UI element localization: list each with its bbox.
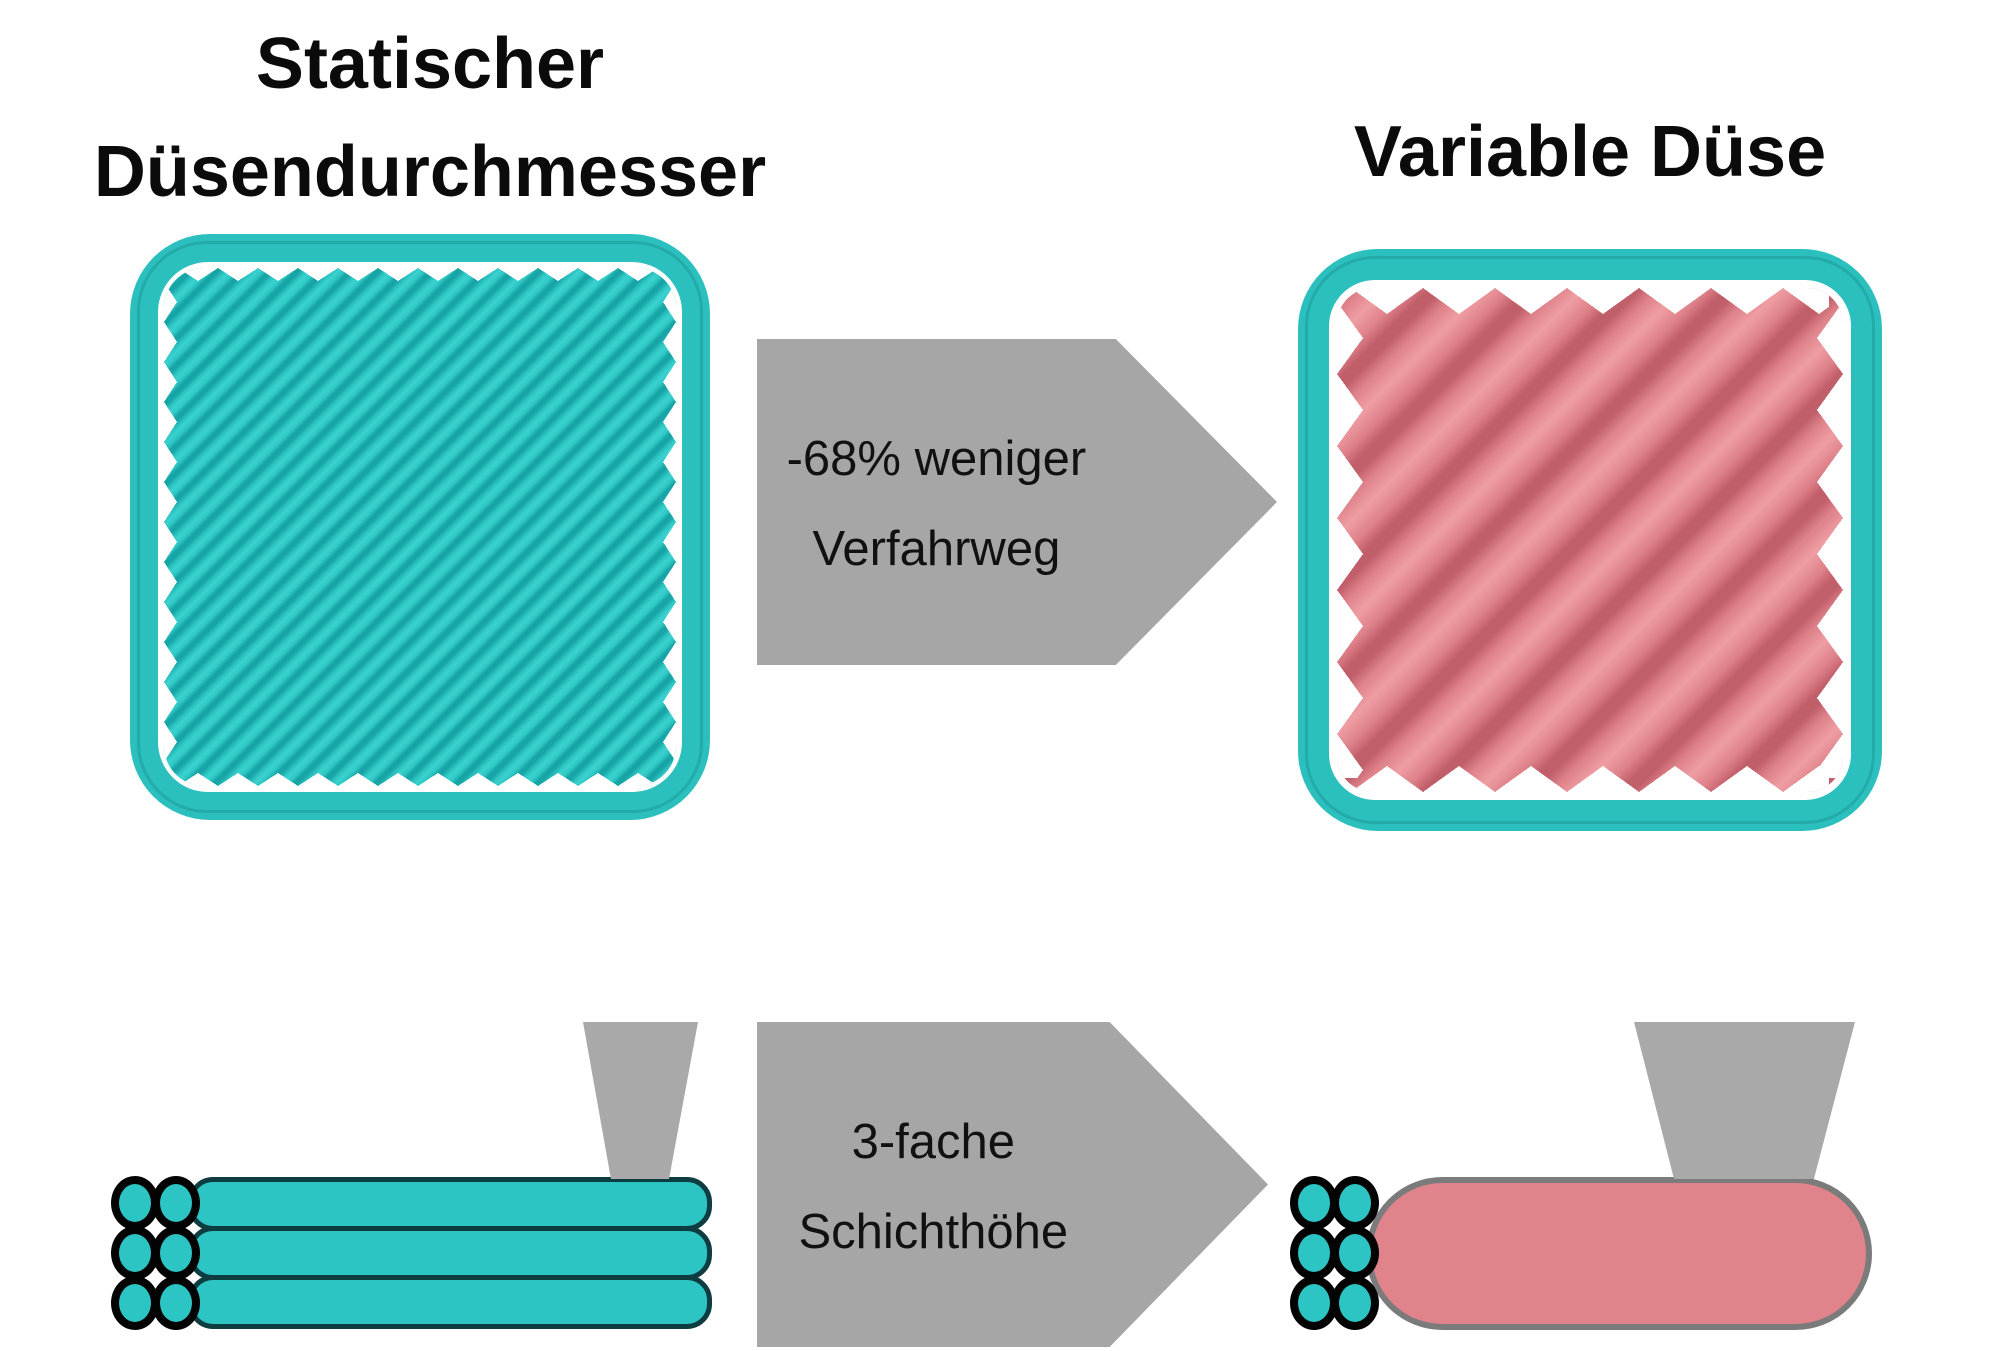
- static-infill-square: [130, 234, 710, 820]
- static-nozzle-icon: [583, 1022, 698, 1179]
- title-static-line1: Statischer: [255, 24, 605, 104]
- strand-oval: [152, 1176, 200, 1230]
- thin-layer-2: [188, 1226, 712, 1280]
- strand-oval: [152, 1226, 200, 1280]
- right-arrow-travel-reduction: -68% weniger Verfahrweg: [757, 339, 1277, 665]
- turnaround-notches-right: [1817, 302, 1843, 778]
- turnaround-notches-bottom: [1351, 766, 1829, 792]
- turnaround-notches-top: [1351, 288, 1829, 314]
- strand-oval: [1331, 1276, 1379, 1330]
- title-variable-nozzle: Variable Düse: [1240, 98, 1940, 206]
- turnaround-notches-bottom: [178, 773, 662, 786]
- strand-oval: [152, 1276, 200, 1330]
- pink-strand-fill: [1337, 288, 1843, 792]
- perimeter-groove: [137, 241, 703, 813]
- title-static-nozzle: Statischer Düsendurchmesser: [80, 10, 780, 226]
- variable-nozzle-icon: [1634, 1022, 1855, 1179]
- arrow-top-line1: -68% weniger: [786, 432, 1087, 486]
- turnaround-notches-right: [663, 282, 676, 772]
- right-arrow-layer-height: 3-fache Schichthöhe: [757, 1022, 1268, 1347]
- variable-infill-square: [1298, 249, 1882, 831]
- arrow-top-line2: Verfahrweg: [812, 522, 1061, 576]
- arrow-bottom-line1: 3-fache: [851, 1114, 1015, 1169]
- thin-layer-3: [188, 1275, 712, 1329]
- turnaround-notches-top: [178, 268, 662, 281]
- strand-oval: [1331, 1176, 1379, 1230]
- turnaround-notches-left: [1337, 302, 1363, 778]
- strand-oval: [1331, 1226, 1379, 1280]
- infill-area: [158, 262, 682, 792]
- strand-cross-sections-left: [111, 1176, 203, 1334]
- strand-cross-sections-right: [1290, 1176, 1382, 1334]
- title-static-line2: Düsendurchmesser: [93, 132, 767, 212]
- teal-hatch-fill: [164, 268, 676, 786]
- arrow-bottom-line2: Schichthöhe: [798, 1204, 1069, 1259]
- perimeter-groove: [1305, 256, 1875, 824]
- title-variable-line1: Variable Düse: [1353, 112, 1827, 192]
- infill-area: [1329, 280, 1851, 800]
- thin-layer-1: [188, 1177, 712, 1231]
- thick-layer: [1366, 1177, 1872, 1330]
- strand-oval: [1290, 1276, 1338, 1330]
- turnaround-notches-left: [164, 282, 177, 772]
